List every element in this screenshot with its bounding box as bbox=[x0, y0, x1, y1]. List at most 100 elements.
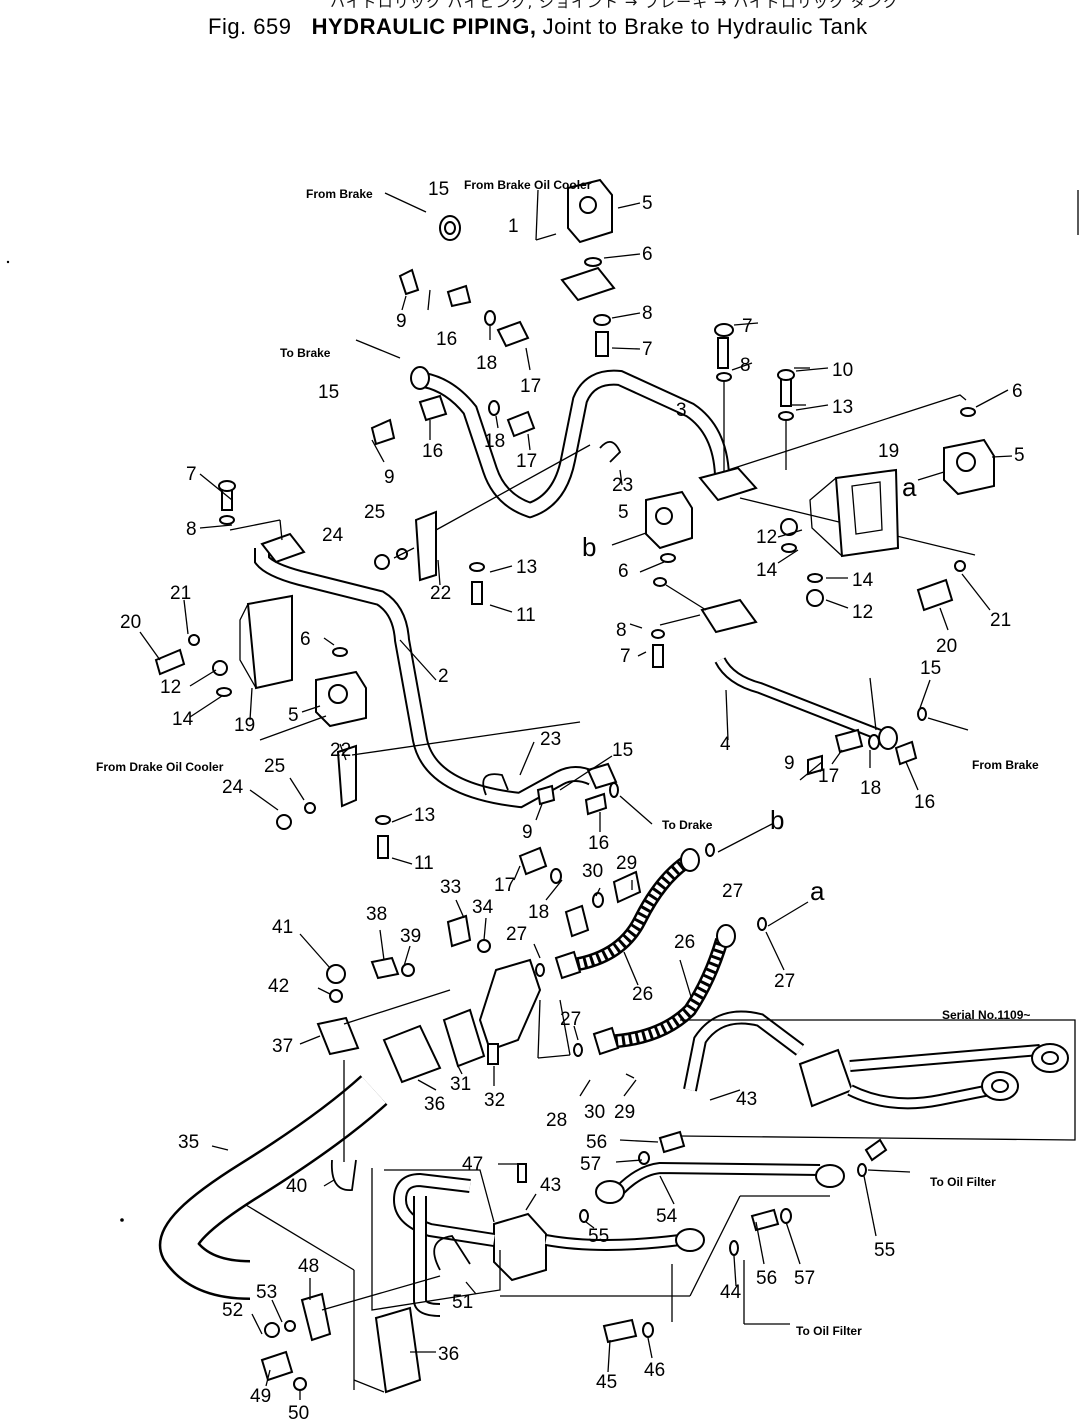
callout-2: 2 bbox=[438, 666, 449, 687]
callout-53: 53 bbox=[256, 1282, 277, 1303]
figure-title: Fig. 659 HYDRAULIC PIPING, Joint to Brak… bbox=[208, 14, 1008, 40]
callout-24b: 24 bbox=[222, 777, 244, 798]
callout-5: 5 bbox=[642, 193, 653, 214]
callout-27c: 27 bbox=[506, 924, 527, 945]
o-ring-27-mid bbox=[535, 963, 545, 977]
bolt-7-pipe4 bbox=[652, 644, 664, 668]
block-5-center bbox=[645, 490, 693, 550]
o-ring-6-center bbox=[660, 553, 676, 563]
callout-17d: 17 bbox=[494, 875, 515, 896]
callout-46: 46 bbox=[644, 1360, 665, 1381]
washer-46 bbox=[642, 1322, 654, 1338]
callout-19b: 19 bbox=[234, 715, 255, 736]
pipe-54 bbox=[595, 1161, 845, 1204]
callout-23: 23 bbox=[612, 475, 633, 496]
callout-12: 12 bbox=[756, 527, 777, 548]
bolt-17-pipe4 bbox=[834, 728, 864, 754]
pipe-2 bbox=[254, 532, 618, 809]
callout-12c: 12 bbox=[160, 677, 181, 698]
bolt-11-lower bbox=[377, 835, 389, 859]
callout-35: 35 bbox=[178, 1132, 199, 1153]
callout-11b: 11 bbox=[414, 853, 434, 874]
nut-24-lower bbox=[276, 814, 292, 830]
washer-18-top bbox=[484, 310, 496, 326]
callout-16b: 16 bbox=[422, 441, 443, 462]
callout-13: 13 bbox=[832, 397, 853, 418]
nut-24-top bbox=[374, 554, 390, 570]
callout-43b: 43 bbox=[540, 1175, 561, 1196]
block-5-right bbox=[943, 438, 995, 496]
callout-18d: 18 bbox=[528, 902, 549, 923]
bolt-45 bbox=[602, 1318, 638, 1344]
plug-32 bbox=[487, 1043, 499, 1065]
title-rest: Joint to Brake to Hydraulic Tank bbox=[542, 14, 868, 39]
callout-56b: 56 bbox=[756, 1268, 777, 1289]
callout-27d: 27 bbox=[560, 1009, 581, 1030]
callout-17b: 17 bbox=[516, 451, 537, 472]
callout-21: 21 bbox=[990, 610, 1011, 631]
callout-37: 37 bbox=[272, 1036, 293, 1057]
callout-7: 7 bbox=[642, 339, 653, 360]
callout-30b: 30 bbox=[584, 1102, 605, 1123]
o-ring-44 bbox=[729, 1240, 739, 1256]
bolt-56-lower bbox=[750, 1208, 780, 1232]
callout-13c: 13 bbox=[414, 805, 435, 826]
callout-29: 29 bbox=[616, 853, 637, 874]
o-ring-6-left bbox=[332, 647, 348, 657]
callout-55b: 55 bbox=[874, 1240, 895, 1261]
callout-6: 6 bbox=[642, 244, 653, 265]
callout-6d: 6 bbox=[300, 629, 311, 650]
bolt-17-hose bbox=[518, 846, 548, 876]
label-serial: Serial No.1109~ bbox=[942, 1008, 1030, 1022]
bolt-56-upper bbox=[658, 1130, 686, 1154]
callout-51: 51 bbox=[452, 1292, 473, 1313]
callout-41: 41 bbox=[272, 917, 293, 938]
callout-55: 55 bbox=[588, 1226, 609, 1247]
bolt-9-lower bbox=[536, 784, 556, 806]
washer-14-right bbox=[781, 543, 797, 553]
callout-14b: 14 bbox=[852, 570, 874, 591]
callout-1: 1 bbox=[508, 216, 519, 237]
bolt-9-top bbox=[398, 268, 420, 296]
o-ring-6-top bbox=[584, 257, 602, 267]
callout-11: 11 bbox=[516, 605, 536, 626]
washer-39 bbox=[401, 963, 415, 977]
washer-18-pipe4 bbox=[868, 734, 880, 750]
callout-14: 14 bbox=[756, 560, 778, 581]
callout-40: 40 bbox=[286, 1176, 307, 1197]
callout-b2: b bbox=[770, 805, 784, 835]
callout-49: 49 bbox=[250, 1386, 271, 1407]
callout-6c: 6 bbox=[618, 561, 629, 582]
plug-47 bbox=[517, 1163, 527, 1183]
callout-5b: 5 bbox=[1014, 445, 1025, 466]
callout-50: 50 bbox=[288, 1403, 309, 1421]
callout-15c: 15 bbox=[920, 658, 941, 679]
pipe-loop-lower bbox=[392, 1172, 496, 1317]
callout-57: 57 bbox=[580, 1154, 601, 1175]
bolt-49 bbox=[260, 1350, 294, 1382]
bolt-9-pipe4 bbox=[807, 754, 823, 776]
callout-7b: 7 bbox=[742, 316, 753, 337]
washer-57-upper bbox=[638, 1151, 650, 1165]
callout-57b: 57 bbox=[794, 1268, 815, 1289]
bolt-33 bbox=[446, 914, 472, 948]
callout-8: 8 bbox=[642, 303, 653, 324]
figure-number: Fig. 659 bbox=[208, 14, 292, 39]
washer-50 bbox=[293, 1377, 307, 1391]
u-bolt-23-top bbox=[599, 441, 622, 463]
pipe-3 bbox=[410, 366, 730, 519]
bolt-17-mid bbox=[506, 410, 536, 438]
callout-22b: 22 bbox=[330, 740, 351, 761]
callout-25: 25 bbox=[364, 502, 385, 523]
o-ring-15-lower bbox=[609, 782, 619, 798]
callout-20b: 20 bbox=[120, 612, 141, 633]
pipe-4 bbox=[700, 598, 898, 750]
callout-47: 47 bbox=[462, 1154, 483, 1175]
callout-45: 45 bbox=[596, 1372, 617, 1393]
washer-13-lower bbox=[375, 815, 391, 825]
callout-17: 17 bbox=[520, 376, 541, 397]
callout-13b: 13 bbox=[516, 557, 537, 578]
leader-lines bbox=[139, 189, 1013, 1400]
